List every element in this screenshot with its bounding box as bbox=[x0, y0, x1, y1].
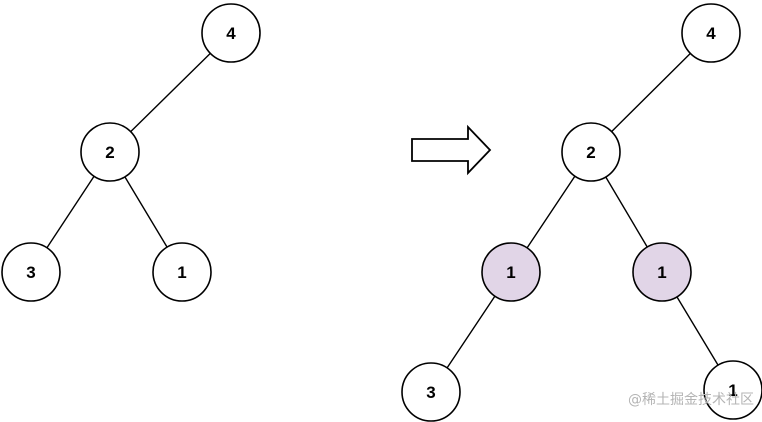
after-edge-a4-a2 bbox=[611, 52, 691, 133]
after-edge-a2-a1l bbox=[526, 175, 576, 249]
after-node-a3: 3 bbox=[401, 362, 461, 422]
after-node-a1l: 1 bbox=[481, 242, 541, 302]
node-value: 3 bbox=[426, 383, 435, 402]
inserted-node-circle bbox=[632, 242, 692, 302]
node-value: 4 bbox=[706, 24, 716, 43]
node-circle bbox=[561, 122, 621, 182]
node-value: 3 bbox=[26, 263, 35, 282]
node-circle bbox=[681, 3, 741, 63]
before-node-b4: 4 bbox=[201, 3, 261, 63]
after-node-a4: 4 bbox=[681, 3, 741, 63]
node-circle bbox=[201, 3, 261, 63]
node-value: 1 bbox=[728, 381, 737, 400]
node-value: 1 bbox=[506, 263, 515, 282]
after-node-a2: 2 bbox=[561, 122, 621, 182]
node-circle bbox=[703, 360, 762, 420]
node-circle bbox=[152, 242, 212, 302]
before-edge-b2-b1 bbox=[124, 176, 168, 248]
node-circle bbox=[80, 122, 140, 182]
before-node-b1: 1 bbox=[152, 242, 212, 302]
before-node-b2: 2 bbox=[80, 122, 140, 182]
before-tree: 4 2 3 1 bbox=[1, 3, 261, 302]
before-edge-b4-b2 bbox=[130, 52, 211, 133]
after-edge-a2-a1r bbox=[605, 176, 648, 248]
node-value: 4 bbox=[226, 24, 236, 43]
node-value: 1 bbox=[177, 263, 186, 282]
after-edge-a1r-a1 bbox=[676, 296, 719, 366]
after-tree: 4 2 1 1 3 1 bbox=[401, 3, 762, 422]
after-node-a1r: 1 bbox=[632, 242, 692, 302]
inserted-node-circle bbox=[481, 242, 541, 302]
before-edge-b2-b3 bbox=[46, 175, 95, 249]
transform-arrow-icon bbox=[411, 124, 492, 176]
watermark-text: @稀土掘金技术社区 bbox=[628, 392, 754, 408]
node-value: 2 bbox=[105, 143, 114, 162]
node-value: 2 bbox=[586, 143, 595, 162]
node-circle bbox=[401, 362, 461, 422]
after-node-a1: 1 bbox=[703, 360, 762, 420]
node-circle bbox=[1, 242, 61, 302]
after-edge-a1l-a3 bbox=[446, 295, 496, 369]
node-value: 1 bbox=[657, 263, 666, 282]
before-node-b3: 3 bbox=[1, 242, 61, 302]
